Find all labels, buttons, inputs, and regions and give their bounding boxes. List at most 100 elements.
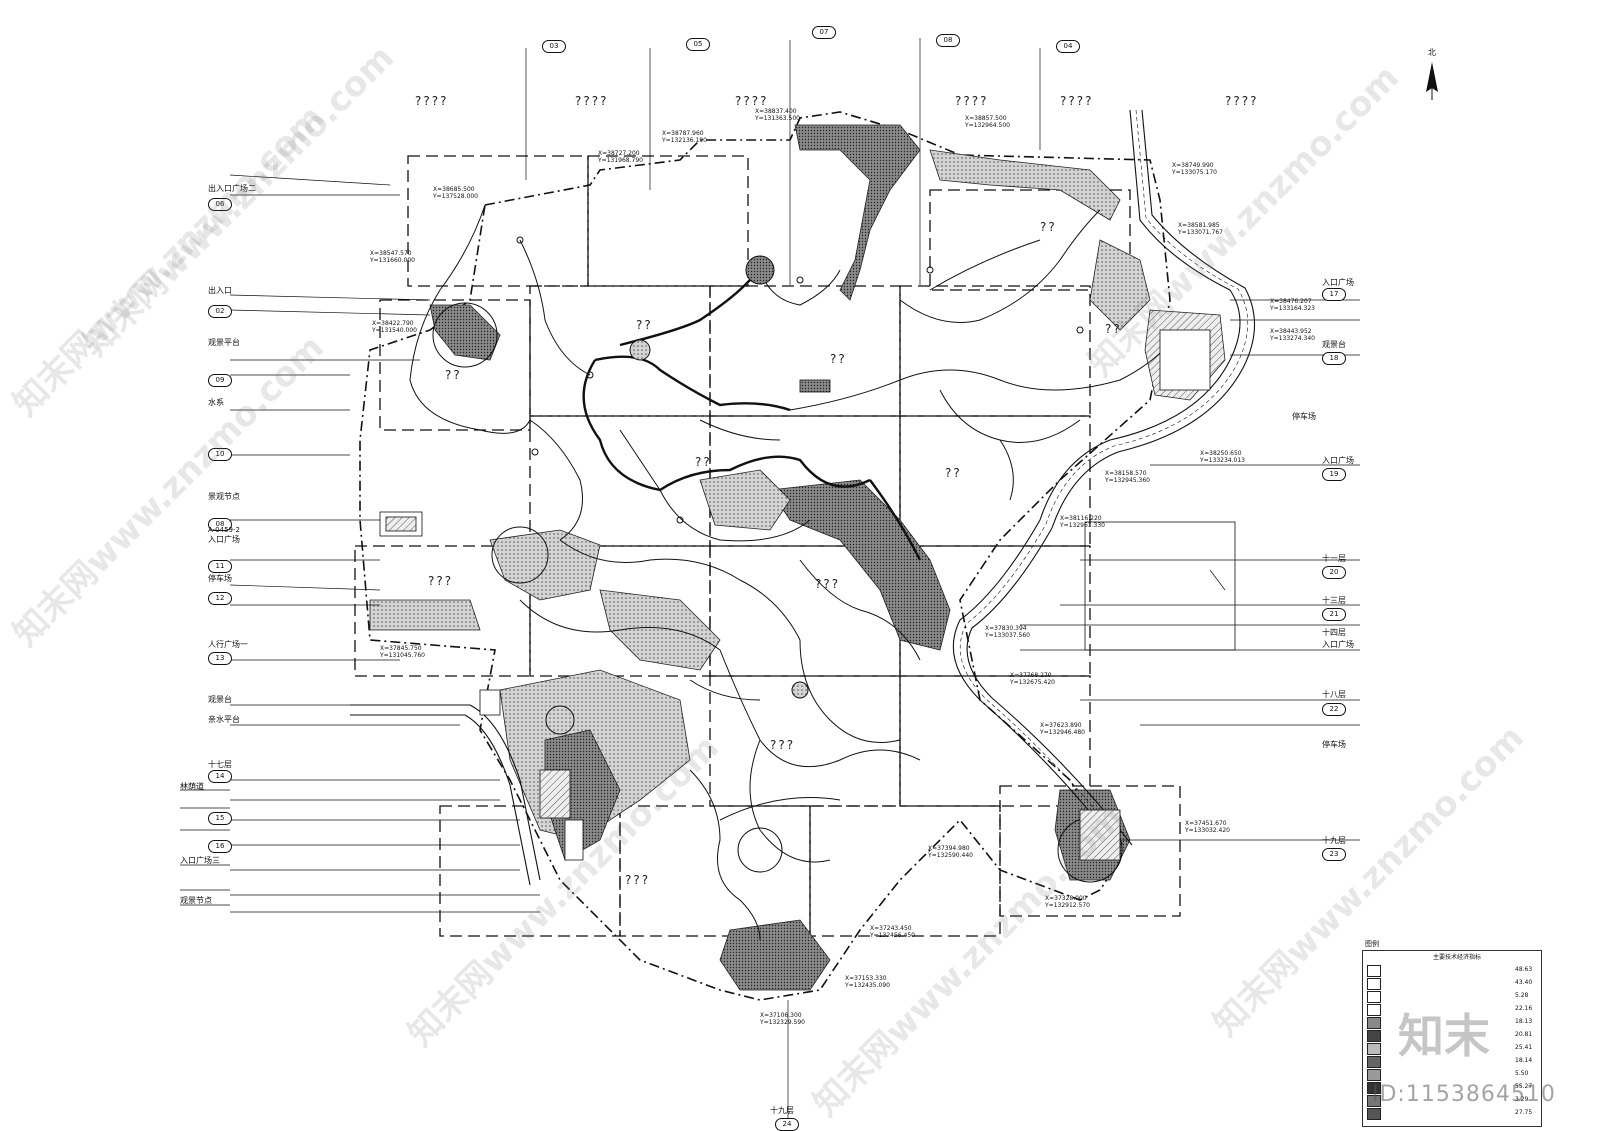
callout-bubble: 22	[1322, 703, 1346, 716]
legend-row: 27.75	[1365, 1106, 1537, 1122]
legend-swatch-icon	[1367, 1069, 1381, 1081]
coordinate-label: X=37623.890 Y=132946.480	[1040, 722, 1085, 736]
legend-row: 25.41	[1365, 1041, 1537, 1057]
right-label: 十一层	[1322, 554, 1346, 563]
left-label: 观景节点	[180, 896, 212, 905]
coordinate-label: X=38837.400 Y=131363.500	[755, 108, 800, 122]
right-label: 入口广场	[1322, 640, 1354, 649]
coordinate-label: X=37106.300 Y=132329.590	[760, 1012, 805, 1026]
zone-mark-top: ????	[415, 94, 449, 108]
coordinate-label: X=37451.670 Y=133032.420	[1185, 820, 1230, 834]
legend-value: 43.40	[1515, 979, 1533, 986]
zone-mark: ??	[1040, 220, 1057, 234]
legend-value: 22.16	[1515, 1005, 1533, 1012]
coordinate-label: X=38857.500 Y=132964.500	[965, 115, 1010, 129]
callout-bubble: 02	[208, 305, 232, 318]
coordinate-label: X=37768.270 Y=132675.420	[1010, 672, 1055, 686]
coordinate-label: X=38116.220 Y=132961.330	[1060, 515, 1105, 529]
legend-swatch-icon	[1367, 1056, 1381, 1068]
right-label: 十四层	[1322, 628, 1346, 637]
zone-mark: ???	[428, 574, 454, 588]
callout-bubble: 10	[208, 448, 232, 461]
legend-table-title: 主要技术经济指标	[1433, 954, 1482, 961]
zone-mark-top: ????	[1225, 94, 1259, 108]
left-label: 人行广场一	[208, 640, 248, 649]
left-road	[350, 704, 541, 886]
legend-swatch-icon	[1367, 965, 1381, 977]
coordinate-label: X=38476.207 Y=133164.323	[1270, 298, 1315, 312]
right-label: 停车场	[1292, 412, 1316, 421]
brand-logo: 知末	[1398, 1009, 1490, 1063]
left-label: 停车场	[208, 574, 232, 583]
coordinate-label: X=37328.000 Y=132912.570	[1045, 895, 1090, 909]
left-label: 观景平台	[208, 338, 240, 347]
site-boundary	[359, 111, 1171, 1001]
callout-bubble: 18	[1322, 352, 1346, 365]
left-label: 景观节点	[208, 492, 240, 501]
coordinate-label: X=37243.450 Y=132456.450	[870, 925, 915, 939]
nodes	[432, 236, 1123, 883]
legend-value: 3.29	[1515, 1096, 1529, 1103]
coordinate-label: X=37394.980 Y=132590.440	[928, 845, 973, 859]
legend-value: 18.14	[1515, 1057, 1533, 1064]
reference-label: A-0459-2	[208, 526, 240, 534]
right-label: 入口广场	[1322, 456, 1354, 465]
legend-swatch-icon	[1367, 1095, 1381, 1107]
zone-mark: ???	[815, 577, 841, 591]
legend-value: 27.75	[1515, 1109, 1533, 1116]
coordinate-label: X=38443.952 Y=133274.340	[1270, 328, 1315, 342]
left-label: 出入口广场二	[208, 184, 256, 193]
coordinate-label: X=37153.330 Y=132435.090	[845, 975, 890, 989]
secondary-paths	[409, 204, 1181, 941]
legend-row: 43.40	[1365, 976, 1537, 992]
zone-mark: ???	[770, 738, 796, 752]
buildings	[379, 329, 1211, 861]
coordinate-label: X=37830.394 Y=133037.560	[985, 625, 1030, 639]
coordinate-label: X=37845.750 Y=131045.760	[380, 645, 425, 659]
zone-mark-top: ????	[735, 94, 769, 108]
right-label: 十三层	[1322, 596, 1346, 605]
image-id-label: ID:1153864510	[1372, 1082, 1556, 1107]
legend-swatch-icon	[1367, 1017, 1381, 1029]
legend-row: 18.13	[1365, 1015, 1537, 1031]
right-label: 十九层	[1322, 836, 1346, 845]
legend-swatch-icon	[1367, 1043, 1381, 1055]
callout-bubble: 12	[208, 592, 232, 605]
right-label: 十八层	[1322, 690, 1346, 699]
right-label: 观景台	[1322, 340, 1346, 349]
north-label: 北	[1428, 48, 1436, 57]
legend-row: 22.16	[1365, 1002, 1537, 1018]
callout-bubble: 08	[208, 518, 232, 531]
shaded-zones	[369, 124, 1226, 991]
zone-mark: ??	[1105, 322, 1122, 336]
legend-value: 18.13	[1515, 1018, 1533, 1025]
zone-mark: ???	[625, 873, 651, 887]
coordinate-label: X=38685.500 Y=137528.000	[433, 186, 478, 200]
coordinate-label: X=38158.570 Y=132945.360	[1105, 470, 1150, 484]
callout-bubble: 05	[686, 38, 710, 51]
left-label: 入口广场	[208, 535, 240, 544]
zone-mark: ??	[636, 318, 653, 332]
legend-swatch-icon	[1367, 1004, 1381, 1016]
legend-panel: 图例 主要技术经济指标 48.63 43.40 5.28 22.16 18.13…	[1362, 940, 1542, 1127]
callout-bubble: 20	[1322, 566, 1346, 579]
legend-value: 25.41	[1515, 1044, 1533, 1051]
callout-bubble: 03	[542, 40, 566, 53]
north-arrow-icon	[1426, 62, 1438, 100]
coordinate-label: X=38422.790 Y=131540.000	[372, 320, 417, 334]
legend-value: 55.27	[1515, 1083, 1533, 1090]
bottom-label: 十九层	[770, 1106, 794, 1115]
zone-mark: ??	[945, 466, 962, 480]
callout-bubble: 19	[1322, 468, 1346, 481]
legend-swatch-icon	[1367, 978, 1381, 990]
legend-swatch-icon	[1367, 1082, 1381, 1094]
left-label: 观景台	[208, 695, 232, 704]
legend-value: 48.63	[1515, 966, 1533, 973]
legend-row: 48.63	[1365, 963, 1537, 979]
left-label: 入口广场三	[180, 856, 220, 865]
legend-value: 5.28	[1515, 992, 1529, 999]
coordinate-label: X=38787.960 Y=132136.190	[662, 130, 707, 144]
coordinate-label: X=38581.985 Y=133071.767	[1178, 222, 1223, 236]
coordinate-label: X=38749.990 Y=133075.170	[1172, 162, 1217, 176]
zone-mark: ??	[695, 455, 712, 469]
